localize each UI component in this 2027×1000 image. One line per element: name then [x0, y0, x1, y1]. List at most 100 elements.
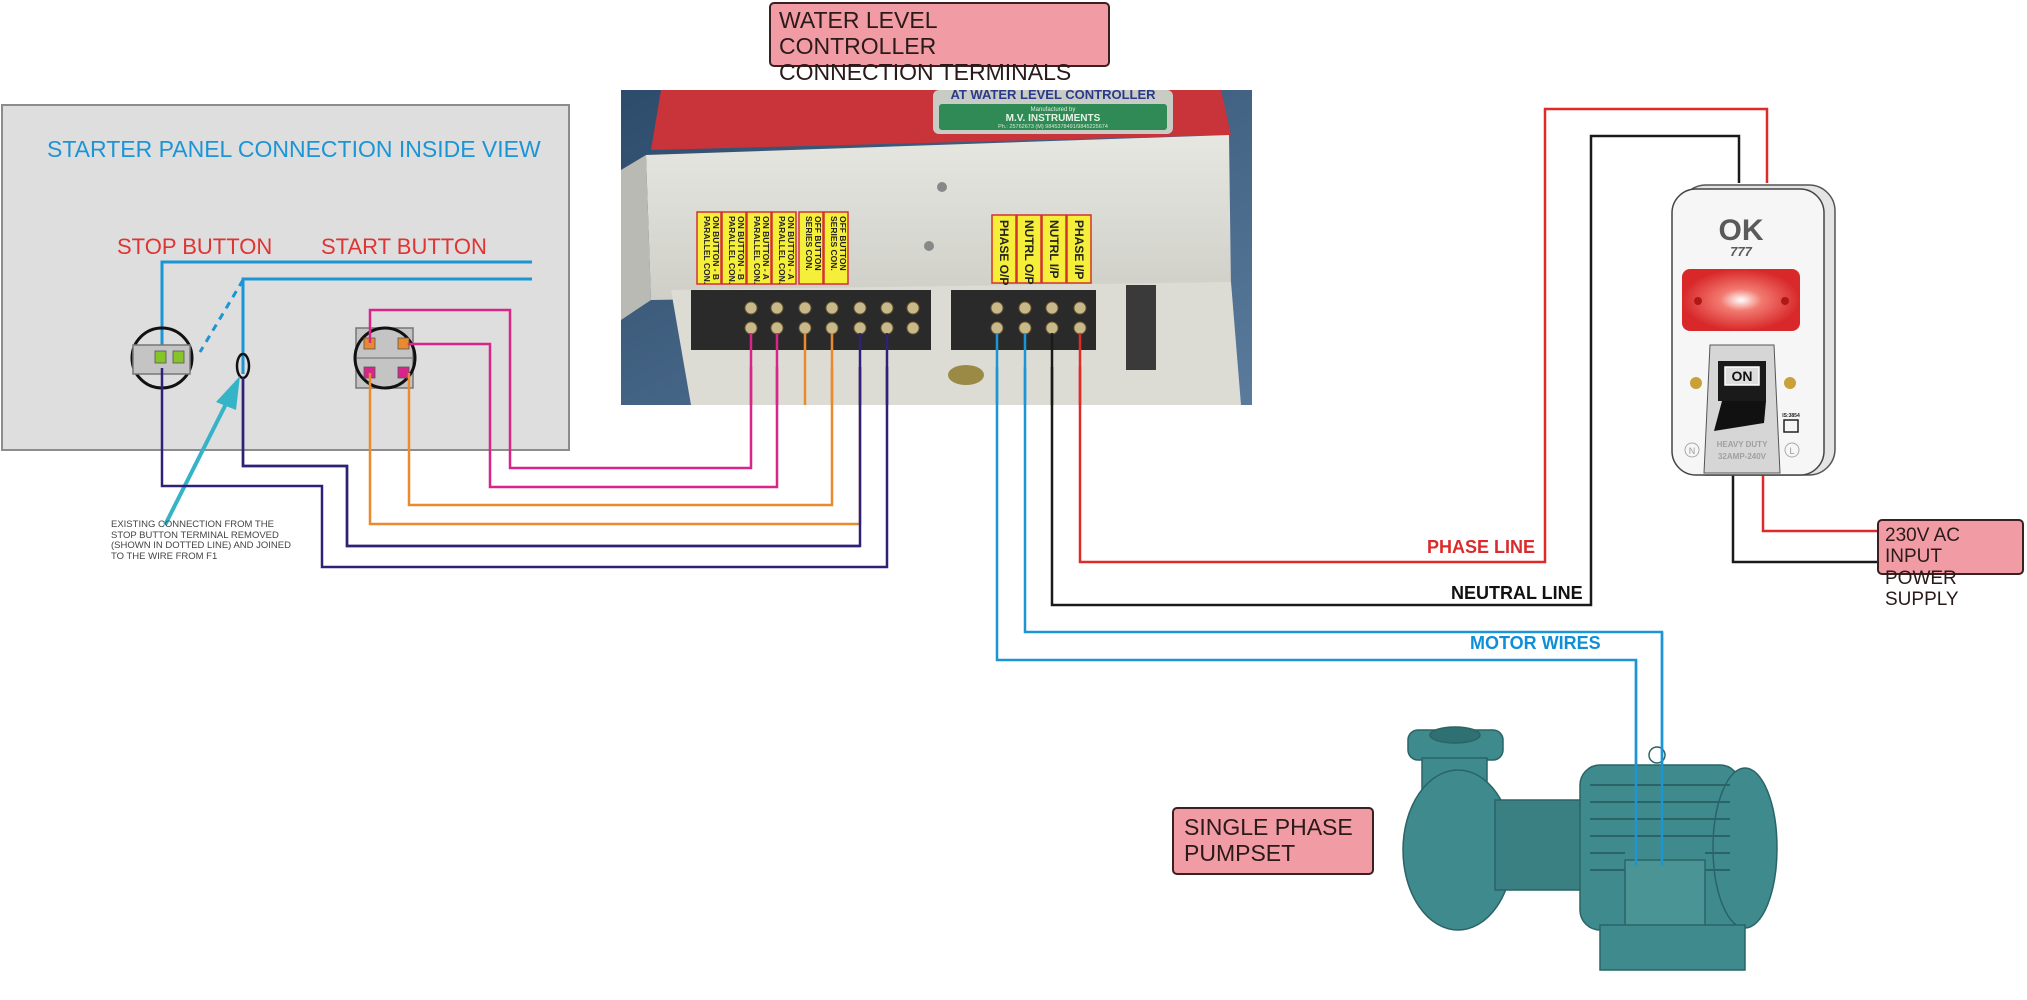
manufacturer-phone: Ph.: 25762673 (M) 9845378491/9845225674 [998, 124, 1108, 130]
terminal-label: NUTRL I/P [1041, 214, 1067, 284]
lifting-eye [1648, 746, 1666, 764]
right-terminal-block [951, 290, 1096, 350]
terminal-label-text: PHASE I/P [1072, 220, 1086, 279]
neutral-mark-text: N [1689, 446, 1696, 456]
wire-neutral [1050, 134, 1741, 607]
neutral-line-label: NEUTRAL LINE [1451, 583, 1583, 603]
terminal-label: NUTRL O/P [1016, 214, 1042, 284]
terminal-screw [744, 301, 758, 315]
wire-phase [1078, 107, 1769, 564]
standard-mark: IS:3854 [1782, 413, 1800, 419]
pumpset-label: SINGLE PHASE PUMPSET [1172, 807, 1374, 875]
terminal-screw [906, 301, 920, 315]
switch-lever-tip [1714, 401, 1766, 431]
terminal-screw [880, 301, 894, 315]
on-badge [1724, 366, 1760, 386]
stop-terminal-1 [154, 350, 167, 364]
indicator-lamp [1682, 269, 1800, 331]
terminal-label-text: ON BUTTON - B [711, 216, 721, 280]
controller-photo: AT WATER LEVEL CONTROLLER Manufactured b… [621, 90, 1252, 405]
terminal-label-text: SERIES CON. [829, 216, 839, 271]
start-terminal-2 [397, 337, 410, 350]
wire-on-button-b-1 [368, 308, 753, 470]
power-line-1: 230V AC INPUT [1885, 525, 1960, 568]
wire-supply-phase [1761, 474, 1877, 533]
terminal-screw [1045, 301, 1059, 315]
terminal-label-text: ON BUTTON - A [761, 216, 771, 280]
fuse-holder [1126, 285, 1156, 370]
terminal-label-text: PHASE O/P [997, 220, 1011, 285]
start-button-label: START BUTTON [321, 234, 487, 259]
lamp-rivet [1694, 297, 1702, 305]
note-line-4: TO THE WIRE FROM F1 [111, 551, 218, 563]
wire-on-button-a-1 [407, 367, 834, 507]
wire-supply-neutral [1731, 474, 1877, 564]
title-label: WATER LEVEL CONTROLLER CONNECTION TERMIN… [769, 2, 1110, 84]
brass-fitting [948, 365, 984, 385]
title-line-2: CONNECTION TERMINALS [779, 58, 1072, 85]
line-mark [1784, 442, 1800, 458]
terminal-label-text: PARALLEL CON. [752, 216, 762, 284]
pump-line-2: PUMPSET [1184, 839, 1296, 866]
screw-hole [924, 241, 934, 251]
motor-end-cap [1712, 767, 1778, 929]
wire-off-button-series-2 [160, 367, 889, 569]
terminal-screw [1073, 301, 1087, 315]
phase-line-label: PHASE LINE [1427, 537, 1536, 557]
stop-button-label: STOP BUTTON [117, 234, 273, 259]
pump-line-1: SINGLE PHASE [1184, 814, 1353, 840]
manufacturer-caption: Manufactured by [1031, 107, 1076, 113]
motor-foot [1599, 924, 1746, 971]
terminal-label: PHASE O/P [991, 214, 1017, 285]
starter-panel-note: EXISTING CONNECTION FROM THE STOP BUTTON… [111, 519, 311, 563]
terminal-screw [770, 301, 784, 315]
terminal-label-text: SERIES CON. [804, 216, 814, 271]
nameplate-text: AT WATER LEVEL CONTROLLER [950, 90, 1156, 102]
stop-terminal-2 [172, 350, 185, 364]
wire-off-button-series-1 [241, 367, 862, 548]
terminal-screw [825, 301, 839, 315]
terminal-label-text: OFF BUTTON [838, 216, 848, 271]
terminal-label-text: PARALLEL CON. [777, 216, 787, 284]
terminal-screw [1018, 301, 1032, 315]
starter-panel-title: STARTER PANEL CONNECTION INSIDE VIEW [47, 136, 541, 162]
motor-wires-label: MOTOR WIRES [1470, 633, 1601, 653]
controller-side-face [621, 155, 651, 320]
pointer-arrow-shaft [163, 399, 230, 526]
note-line-2: STOP BUTTON TERMINAL REMOVED [111, 529, 279, 541]
start-button [353, 326, 417, 390]
switch-state-label: ON [1732, 368, 1753, 384]
terminal-screw [853, 301, 867, 315]
start-button-ring [353, 326, 417, 390]
wire-on-button-a-2 [368, 367, 862, 526]
pump-outlet [1429, 726, 1481, 744]
title-line-1: WATER LEVEL CONTROLLER [779, 7, 937, 59]
terminal-label-text: PARALLEL CON. [727, 216, 737, 284]
switch-brand-sub: 777 [1730, 244, 1752, 259]
terminal-box [1624, 859, 1706, 931]
lamp-rivet [1781, 297, 1789, 305]
switch-brand: OK [1719, 214, 1764, 247]
power-supply-label: 230V AC INPUT POWER SUPPLY [1877, 519, 2024, 610]
terminal-label-text: ON BUTTON - A [786, 216, 796, 280]
main-switch: OK 777 ON IS:3854 HEAVY DUTY 32AMP-240V … [1670, 183, 1840, 478]
manufacturer-name: M.V. INSTRUMENTS [1006, 113, 1101, 124]
wire-f1-to-panel [241, 277, 532, 374]
manufacturer-plate [939, 104, 1167, 130]
terminal-screw [990, 301, 1004, 315]
power-line-2: POWER SUPPLY [1885, 567, 1959, 610]
removed-connection-dotted [198, 279, 245, 353]
note-line-1: EXISTING CONNECTION FROM THE [111, 519, 274, 530]
line-mark-text: L [1789, 446, 1794, 456]
pointer-arrow-head [216, 376, 240, 410]
isi-mark-icon [1783, 419, 1799, 433]
